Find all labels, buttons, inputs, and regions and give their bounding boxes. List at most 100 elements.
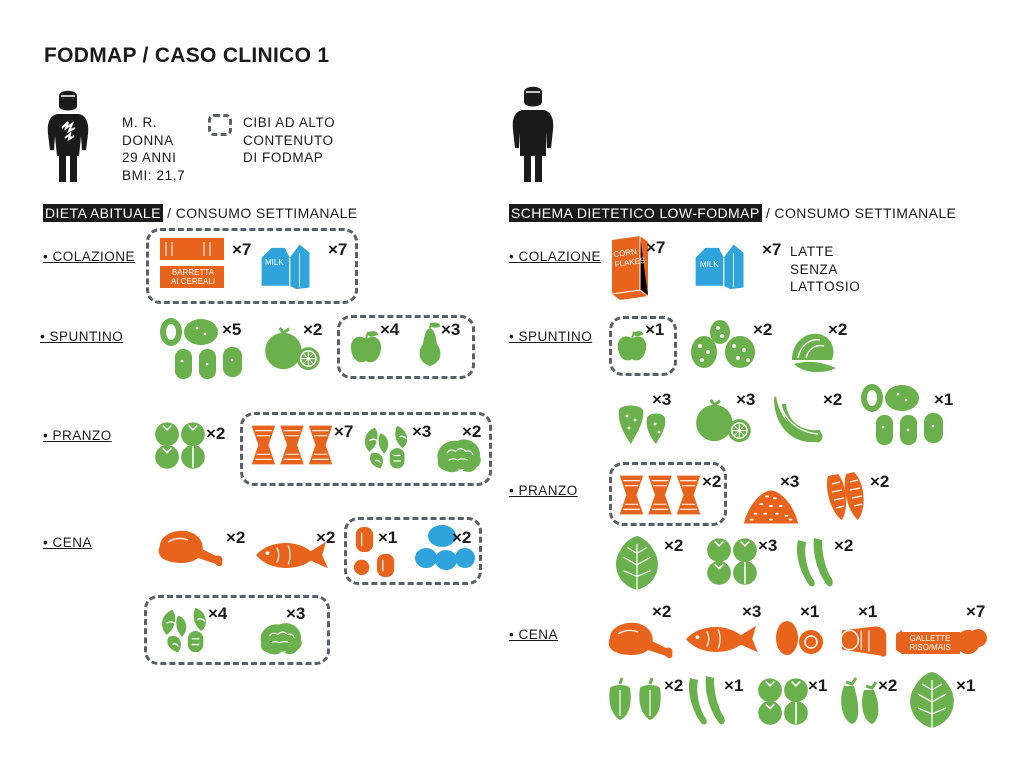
qty-r-spu-kiwi: ×1 [934, 390, 954, 409]
high-fodmap-group-pranzo [240, 412, 492, 486]
page-title: FODMAP / CASO CLINICO 1 [44, 44, 330, 67]
qty-l-col-milk: ×7 [328, 240, 348, 259]
qty-r-pra-pasta: ×2 [702, 472, 722, 491]
qty-r-spu-orange: ×3 [736, 390, 756, 409]
qty-l-spu-orange: ×2 [303, 320, 323, 339]
tomato-icon [705, 536, 759, 586]
qty-r-spu-melon: ×2 [828, 320, 848, 339]
cereal-bar-label-line1: BARRETTA [171, 268, 215, 277]
pasta-farfalle-icon [618, 470, 702, 520]
qty-r-col-cornflakes: ×7 [646, 238, 666, 257]
chicken-icon [156, 526, 228, 568]
legend-line-2: CONTENUTO [243, 132, 334, 148]
qty-l-cen-sausage: ×1 [378, 528, 398, 547]
qty-r-cen-eggplant: ×2 [878, 676, 898, 695]
qty-r-cen-spinach: ×1 [956, 676, 976, 695]
high-fodmap-group-colazione [146, 228, 358, 304]
legend-dashed-box [208, 114, 232, 136]
spinach-icon [612, 534, 662, 592]
patient-figure-icon [45, 86, 91, 186]
eggplant-icon [838, 676, 882, 726]
berries-icon [688, 318, 758, 370]
left-meal-cena: • CENA [43, 535, 92, 550]
patient-age: 29 ANNI [122, 150, 177, 165]
milk-label: MILK [700, 260, 719, 269]
lactose-free-line3: LATTOSIO [790, 279, 861, 294]
qty-l-cen-artichoke: ×4 [208, 604, 228, 623]
qty-r-pra-spinach: ×2 [664, 536, 684, 555]
rice-cakes-icon [894, 626, 988, 658]
qty-l-pra-artichoke: ×3 [412, 422, 432, 441]
high-fodmap-group-spuntino [337, 315, 475, 379]
apple-icon [616, 330, 648, 364]
right-section-header: SCHEMA DIETETICO LOW-FODMAP / CONSUMO SE… [509, 204, 957, 222]
rice-cakes-label: GALLETTE RISO/MAIS [904, 634, 956, 652]
milk-label: MILK [265, 258, 284, 267]
zucchini-icon [686, 674, 728, 728]
left-meal-colazione: • COLAZIONE [43, 249, 135, 264]
patient-info: M. R. DONNA 29 ANNI BMI: 21,7 [122, 114, 185, 184]
fish-icon [684, 622, 760, 656]
qty-r-spu-berries: ×2 [753, 320, 773, 339]
qty-r-spu-banana: ×2 [823, 390, 843, 409]
high-fodmap-group-spuntino [609, 316, 677, 376]
left-meal-spuntino: • SPUNTINO [40, 329, 124, 344]
left-meal-pranzo: • PRANZO [43, 428, 112, 443]
qty-l-pra-pasta: ×7 [334, 422, 354, 441]
qty-r-spu-strawberry: ×3 [652, 390, 672, 409]
qty-l-cen-chicken: ×2 [226, 528, 246, 547]
qty-r-cen-ham: ×1 [858, 602, 878, 621]
apple-icon [349, 330, 383, 366]
tomato-icon [756, 676, 810, 726]
qty-r-cen-chicken: ×2 [652, 602, 672, 621]
qty-l-spu-apple: ×4 [380, 320, 400, 339]
lactose-free-line2: SENZA [790, 261, 839, 277]
right-header-rest: / CONSUMO SETTIMANALE [761, 205, 957, 221]
patient-bmi: BMI: 21,7 [122, 167, 186, 183]
right-meal-colazione: • COLAZIONE [509, 249, 601, 264]
rice-cakes-label-line1: GALLETTE [909, 634, 951, 643]
qty-l-pra-tomato: ×2 [206, 424, 226, 443]
right-meal-spuntino: • SPUNTINO [509, 329, 593, 344]
left-section-header: DIETA ABITUALE / CONSUMO SETTIMANALE [43, 204, 358, 222]
qty-r-cen-gallette: ×7 [966, 602, 986, 621]
legend-line-3: DI FODMAP [243, 150, 324, 165]
cereal-bar-label: BARRETTA AI CEREALI [170, 268, 216, 286]
patient-initials: M. R. [122, 115, 158, 130]
qty-r-cen-egg: ×1 [800, 602, 820, 621]
qty-r-cen-tomato: ×1 [808, 676, 828, 695]
egg-icon [774, 618, 824, 658]
qty-r-pra-rice: ×3 [780, 472, 800, 491]
qty-l-cen-cauliflower: ×3 [286, 604, 306, 623]
chicken-icon [606, 618, 678, 660]
right-meal-pranzo: • PRANZO [509, 483, 578, 498]
qty-r-cen-pepper: ×2 [664, 676, 684, 695]
spinach-icon [906, 670, 958, 730]
tomato-icon [153, 420, 207, 470]
patient-sex: DONNA [122, 132, 174, 148]
rice-cakes-label-line2: RISO/MAIS [909, 643, 951, 652]
pepper-icon [606, 676, 664, 722]
artichoke-icon [157, 606, 211, 658]
pasta-farfalle-icon [250, 420, 334, 470]
qty-l-col-bar: ×7 [232, 240, 252, 259]
right-header-highlight: SCHEMA DIETETICO LOW-FODMAP [509, 204, 762, 222]
artichoke-icon [360, 424, 412, 474]
cornflakes-label: CORN FLAKES [613, 246, 646, 270]
qty-l-pra-cauliflower: ×2 [462, 422, 482, 441]
banana-icon [772, 392, 826, 446]
qty-l-cen-cheese: ×2 [452, 528, 472, 547]
cereal-bar-icon [158, 234, 228, 292]
rice-icon [740, 486, 802, 526]
corn-cob-icon [822, 470, 870, 524]
qty-r-cen-fish: ×3 [742, 602, 762, 621]
qty-r-col-milk: ×7 [762, 240, 782, 259]
legend-text: CIBI AD ALTO CONTENUTO DI FODMAP [243, 114, 335, 167]
zucchini-icon [794, 536, 836, 590]
woman-figure-icon [510, 82, 556, 184]
right-meal-cena: • CENA [509, 627, 558, 642]
lactose-free-line1: LATTE [790, 244, 835, 259]
high-fodmap-group-pranzo [609, 462, 727, 526]
high-fodmap-group-cena-vegetables [144, 595, 330, 665]
qty-r-pra-zucchini: ×2 [834, 536, 854, 555]
